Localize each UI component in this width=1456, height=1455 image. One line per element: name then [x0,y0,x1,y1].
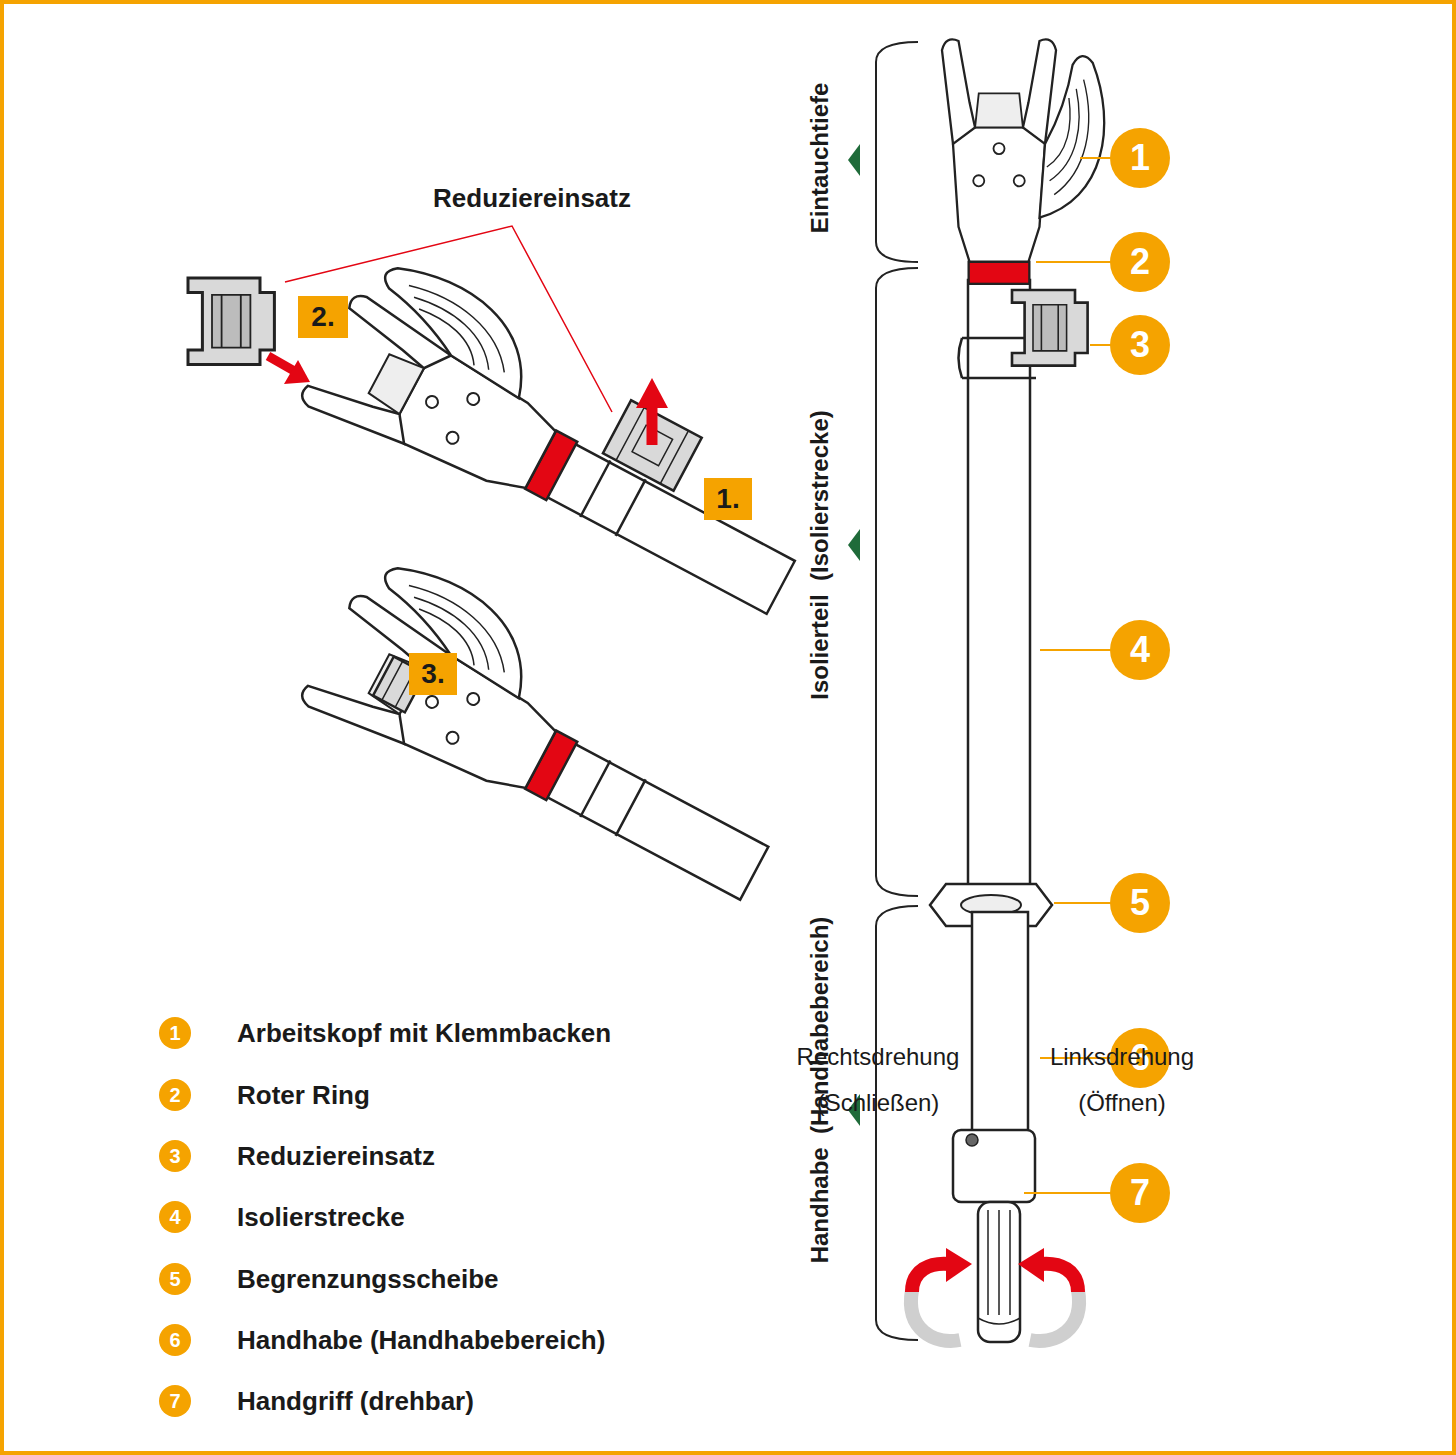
legend-circle [159,1140,191,1172]
hot-stick [942,39,1104,283]
reducer-insert-loose [188,278,274,364]
legend-text: Isolierstrecke [237,1203,405,1232]
callout-leader [1024,1192,1112,1194]
hot-stick [988,1210,1010,1315]
callout-leader [1080,157,1112,159]
legend-circle [159,1201,191,1233]
hot-stick [966,1134,978,1146]
step-number: 1. [716,484,739,515]
legend-circle [159,1263,191,1295]
legend-text: Arbeitskopf mit Klemmbacken [237,1019,611,1048]
legend-number: 7 [169,1390,180,1412]
step-badge [298,296,348,338]
legend-number: 2 [169,1084,180,1106]
step-badge [298,296,752,695]
move-arrow [647,405,658,445]
callout-number: 2 [1130,242,1150,282]
rotation-label: Linksdrehung (Öffnen) [1027,1034,1217,1125]
tool-step-3 [580,761,645,836]
legend-number: 5 [169,1268,180,1290]
range-bracket [876,42,918,1340]
move-arrow [636,378,668,408]
callout-circle [1110,128,1170,188]
legend-number: 1 [169,1022,180,1044]
callout-number: 4 [1130,630,1150,670]
hot-stick [1012,290,1088,366]
tool-step-3 [298,545,808,928]
rotation-arrow [912,1264,950,1292]
reducer-insert-loose [188,278,274,364]
rotation-arrow [911,1290,960,1341]
legend-circle [159,1017,191,1049]
callout-number: 1 [1130,138,1150,178]
step-number: 2. [311,302,334,333]
hot-stick [930,39,1104,1342]
callout-circle [1110,620,1170,680]
legend-text: Roter Ring [237,1081,370,1110]
hot-stick [978,1318,1020,1324]
legend-circle [159,1079,191,1111]
hot-stick [959,338,963,378]
legend-text: Begrenzungsscheibe [237,1265,499,1294]
range-bracket [876,906,918,1340]
marker-triangle [848,144,860,1126]
hot-stick [953,1130,1035,1202]
legend-number: 6 [169,1329,180,1351]
rotation-arrow [1030,1290,1079,1341]
step-number: 3. [421,659,444,690]
step-badge [704,478,752,520]
rotation-arrow [1018,1248,1044,1282]
move-arrow [268,356,296,372]
leader-line [285,226,612,412]
legend-text: Handhabe (Handhabebereich) [237,1326,605,1355]
marker-triangle [848,529,860,561]
rotation-arrow [946,1248,972,1282]
range-bracket [876,268,918,896]
rotation-arrow [1040,1264,1078,1292]
range-label: Eintauchtiefe [807,83,833,234]
legend-circle [159,1017,191,1417]
callout-circle [1110,1163,1170,1223]
callout-number: 5 [1130,883,1150,923]
move-arrow [284,360,310,384]
hot-stick [1012,290,1088,366]
tool-step-1-2 [298,245,834,642]
callout-leader [1040,649,1112,651]
hot-stick [968,280,1030,905]
tool-step-3 [298,545,615,825]
legend-number: 3 [169,1145,180,1167]
rotation-arrow [911,1248,1079,1341]
legend-circle [159,1385,191,1417]
legend-number: 4 [169,1206,180,1228]
tool-step-3 [546,744,768,900]
callout-leader [1024,158,1112,1193]
callout-circle [1110,232,1170,292]
legend-text: Handgriff (drehbar) [237,1387,474,1416]
callout-circle [1110,315,1170,375]
callout-leader [1090,344,1112,346]
part-label: Reduziereinsatz [433,184,631,213]
tool-step-1-2 [603,400,702,491]
rotation-label: Rechtsdrehung (Schließen) [783,1034,973,1125]
hot-stick [972,912,1028,1134]
callout-leader [1054,902,1112,904]
callout-number: 7 [1130,1173,1150,1213]
hot-stick [942,39,1104,283]
legend-text: Reduziereinsatz [237,1142,435,1171]
callout-circle [1110,873,1170,933]
hot-stick [978,1202,1020,1342]
tool-step-1-2 [298,245,615,525]
range-bracket [876,42,918,262]
callout-number: 3 [1130,325,1150,365]
marker-triangle [848,144,860,176]
range-label: Isolierteil (Isolierstrecke) [807,410,833,699]
legend-circle [159,1324,191,1356]
callout-leader [1036,261,1112,263]
step-badge [409,653,457,695]
